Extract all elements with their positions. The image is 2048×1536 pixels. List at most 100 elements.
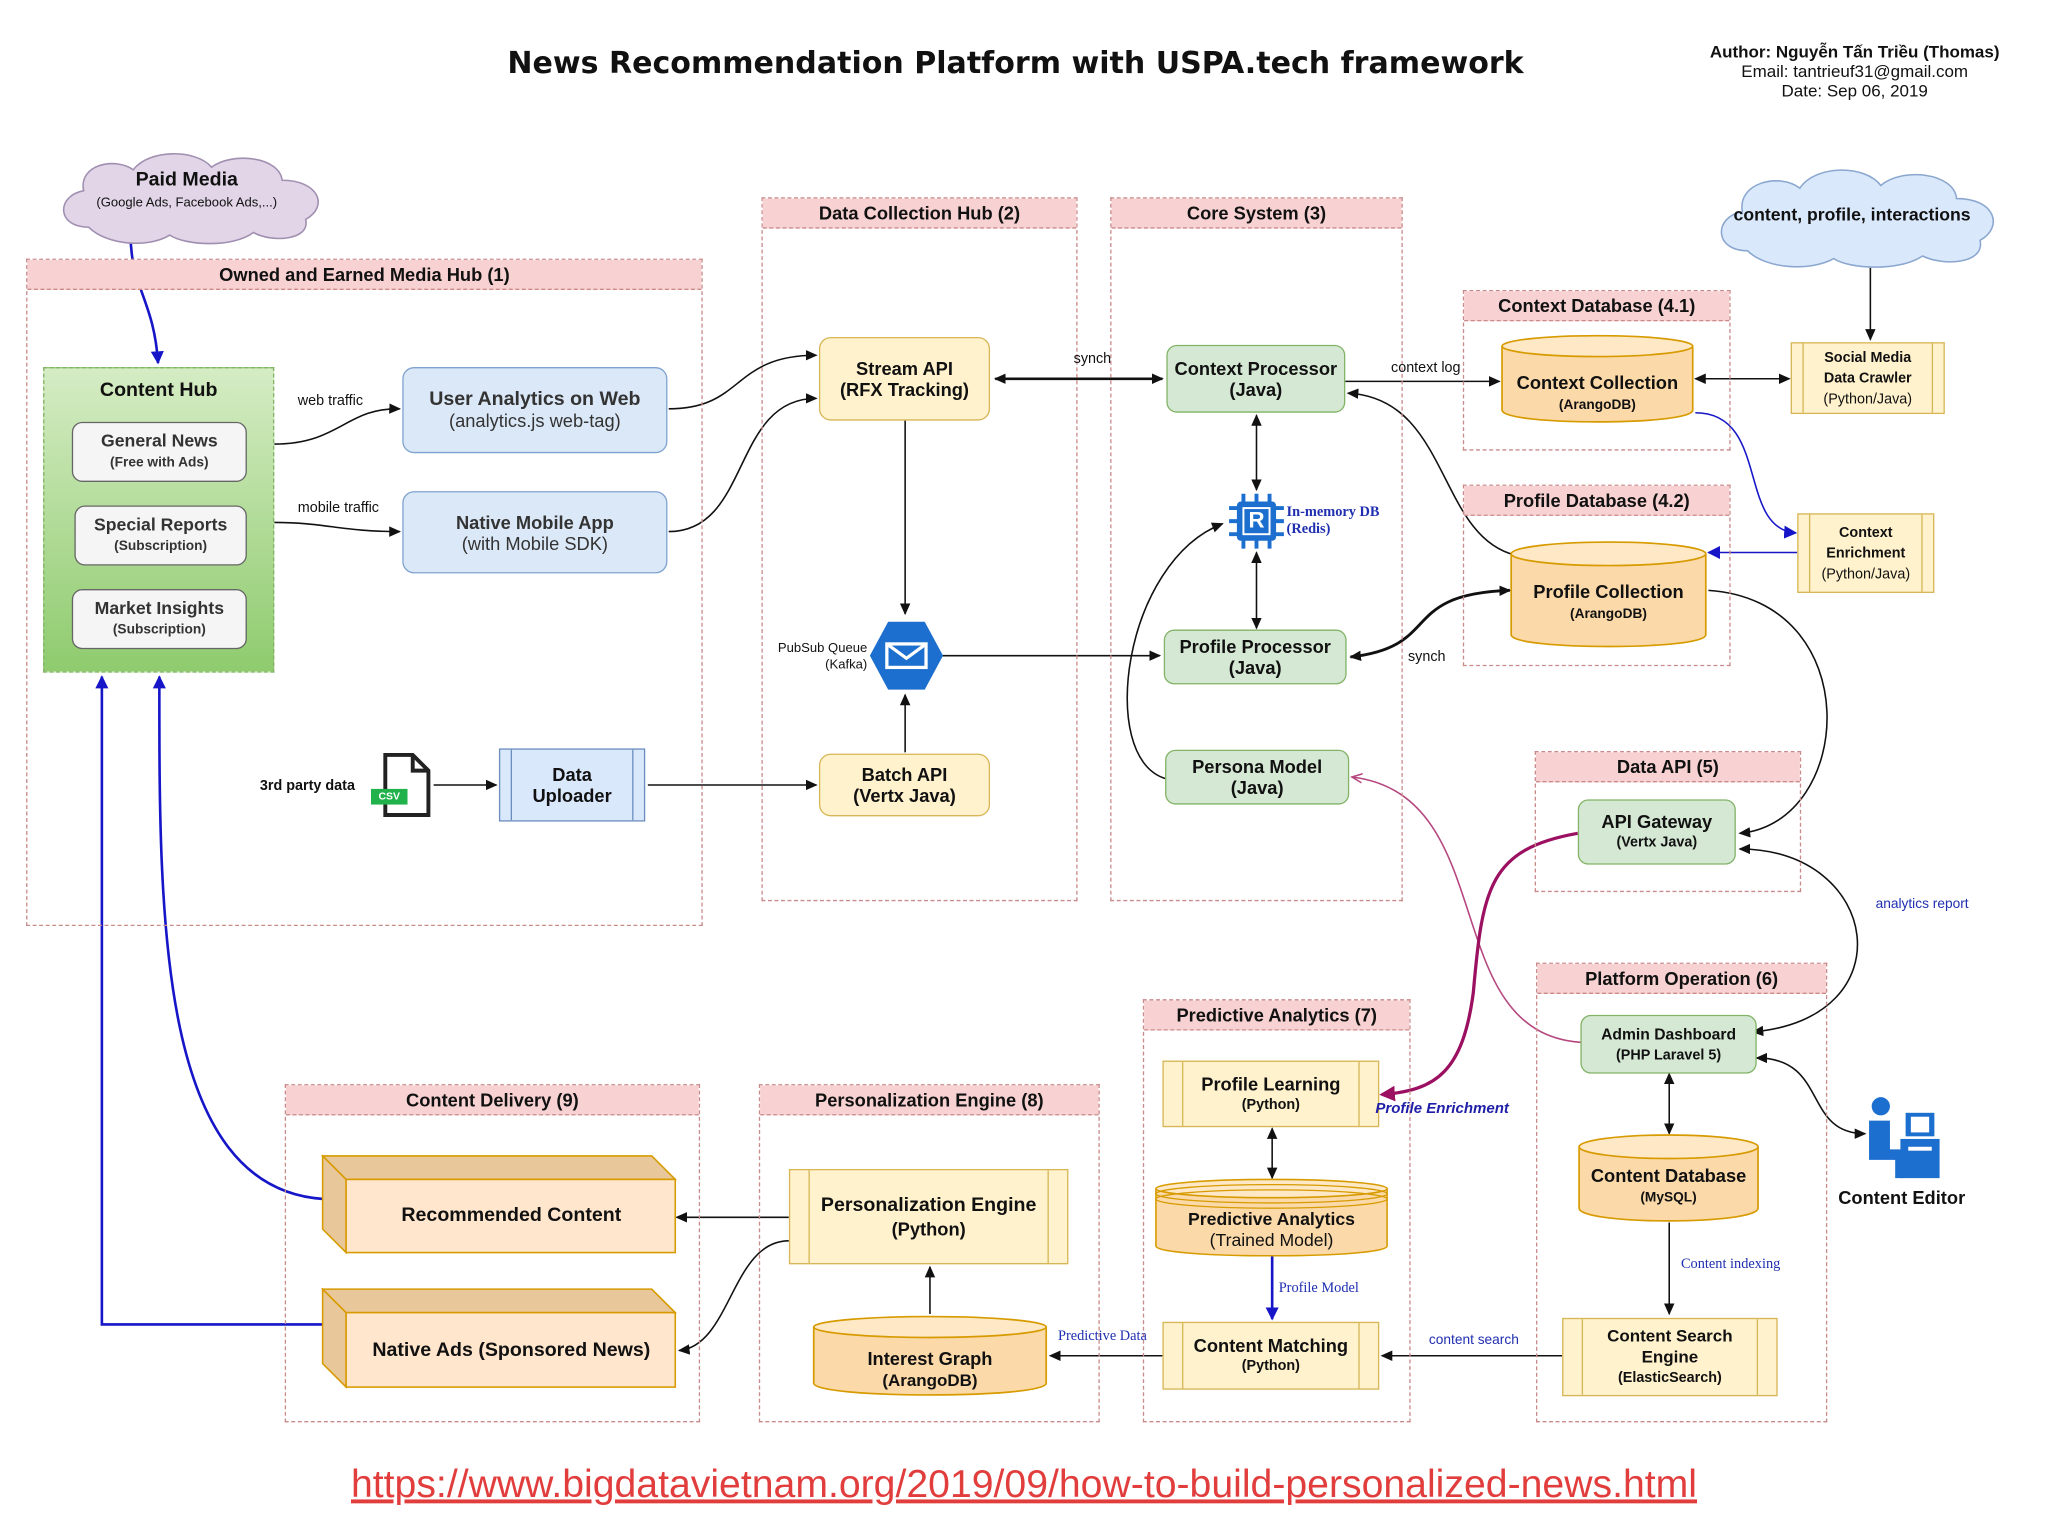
db-title: Profile Collection bbox=[1533, 581, 1684, 603]
batch-api-node[interactable]: Batch API (Vertx Java) bbox=[818, 753, 991, 817]
tape-stack-shape bbox=[1155, 1178, 1388, 1257]
special-reports-item[interactable]: Special Reports (Subscription) bbox=[74, 505, 247, 566]
csv-badge: CSV bbox=[378, 790, 400, 802]
recommended-content-node[interactable]: Recommended Content bbox=[320, 1154, 678, 1255]
group-header: Personalization Engine (8) bbox=[760, 1085, 1099, 1116]
edge-label-content-indexing: Content indexing bbox=[1680, 1256, 1781, 1273]
group-data-api: Data API (5) bbox=[1534, 751, 1802, 893]
redis-sub: (Redis) bbox=[1286, 521, 1331, 537]
model-title: Predictive Analytics bbox=[1188, 1209, 1355, 1230]
edge-label-web-traffic: web traffic bbox=[297, 393, 364, 409]
user-analytics-web-node[interactable]: User Analytics on Web (analytics.js web-… bbox=[402, 367, 668, 454]
node-title: Admin Dashboard bbox=[1601, 1024, 1737, 1043]
group-core-system: Core System (3) bbox=[1110, 197, 1403, 902]
node-line-2: Engine bbox=[1641, 1346, 1699, 1367]
process-bar bbox=[1756, 1319, 1759, 1395]
profile-collection-db[interactable]: Profile Collection (ArangoDB) bbox=[1510, 541, 1707, 648]
process-bar bbox=[1182, 1061, 1184, 1126]
node-title: Content Matching bbox=[1193, 1334, 1349, 1356]
api-gateway-node[interactable]: API Gateway (Vertx Java) bbox=[1577, 799, 1736, 865]
content-matching-node[interactable]: Content Matching (Python) bbox=[1162, 1321, 1380, 1390]
node-title: Batch API bbox=[861, 764, 948, 785]
db-sub: (ArangoDB) bbox=[882, 1370, 978, 1390]
source-url-link[interactable]: https://www.bigdatavietnam.org/2019/09/h… bbox=[350, 1462, 1697, 1506]
kafka-queue-shape bbox=[869, 621, 944, 690]
group-header: Content Delivery (9) bbox=[286, 1085, 699, 1116]
redis-label: In-memory DB (Redis) bbox=[1287, 504, 1380, 538]
native-ads-node[interactable]: Native Ads (Sponsored News) bbox=[320, 1287, 678, 1389]
predictive-model-node[interactable]: Predictive Analytics (Trained Model) bbox=[1155, 1178, 1389, 1257]
group-header: Data Collection Hub (2) bbox=[762, 198, 1077, 229]
group-header: Core System (3) bbox=[1111, 198, 1402, 229]
csv-file-icon: CSV bbox=[370, 752, 434, 817]
process-bar bbox=[1047, 1170, 1049, 1264]
node-line-1: Context bbox=[1839, 524, 1893, 541]
cube-shape bbox=[320, 1287, 678, 1389]
edge-label-profile-model: Profile Model bbox=[1278, 1279, 1359, 1296]
group-data-collection-hub: Data Collection Hub (2) bbox=[761, 197, 1078, 902]
kafka-sub: (Kafka) bbox=[825, 658, 868, 673]
process-bar bbox=[1358, 1061, 1360, 1126]
process-bar bbox=[1931, 343, 1934, 413]
group-profile-database: Profile Database (4.2) bbox=[1462, 484, 1731, 667]
paid-media-subtitle: (Google Ads, Facebook Ads,...) bbox=[96, 195, 278, 211]
general-news-item[interactable]: General News (Free with Ads) bbox=[71, 421, 247, 482]
content-search-engine-node[interactable]: Content Search Engine (ElasticSearch) bbox=[1562, 1317, 1778, 1397]
group-platform-operation: Platform Operation (6) bbox=[1535, 962, 1828, 1423]
page-title: News Recommendation Platform with USPA.t… bbox=[507, 47, 1524, 81]
content-hub[interactable]: Content Hub General News (Free with Ads)… bbox=[43, 367, 275, 673]
context-collection-db[interactable]: Context Collection (ArangoDB) bbox=[1501, 334, 1694, 423]
process-bar bbox=[1802, 343, 1804, 413]
stream-api-node[interactable]: Stream API (RFX Tracking) bbox=[818, 336, 991, 421]
data-uploader-node[interactable]: Data Uploader bbox=[498, 748, 646, 822]
node-title: Profile Learning bbox=[1201, 1072, 1341, 1094]
node-line-3: (Python/Java) bbox=[1821, 566, 1911, 582]
db-title: Context Collection bbox=[1516, 372, 1679, 394]
item-sub: (Subscription) bbox=[112, 621, 206, 638]
edge-label-profile-enrichment: Profile Enrichment bbox=[1375, 1101, 1509, 1117]
cloud-shape bbox=[62, 153, 319, 245]
native-mobile-app-node[interactable]: Native Mobile App (with Mobile SDK) bbox=[402, 491, 668, 574]
context-processor-node[interactable]: Context Processor (Java) bbox=[1166, 344, 1346, 413]
market-insights-item[interactable]: Market Insights (Subscription) bbox=[71, 589, 247, 650]
profile-learning-node[interactable]: Profile Learning (Python) bbox=[1162, 1060, 1380, 1128]
node-sub: (RFX Tracking) bbox=[839, 378, 969, 400]
node-line-1: Content Search bbox=[1607, 1325, 1733, 1346]
cylinder-shape bbox=[1578, 1134, 1759, 1222]
model-sub: (Trained Model) bbox=[1209, 1230, 1334, 1250]
item-sub: (Subscription) bbox=[114, 538, 208, 554]
persona-model-node[interactable]: Persona Model (Java) bbox=[1165, 749, 1350, 805]
node-line-3: (ElasticSearch) bbox=[1617, 1370, 1722, 1386]
db-title: Interest Graph bbox=[867, 1347, 993, 1369]
group-predictive-analytics: Predictive Analytics (7) bbox=[1142, 999, 1411, 1423]
content-database-db[interactable]: Content Database (MySQL) bbox=[1578, 1134, 1760, 1223]
edge-label-predictive-data: Predictive Data bbox=[1057, 1328, 1147, 1344]
context-enrichment-node[interactable]: Context Enrichment (Python/Java) bbox=[1797, 513, 1935, 593]
admin-dashboard-node[interactable]: Admin Dashboard (PHP Laravel 5) bbox=[1580, 1014, 1757, 1074]
group-header: Platform Operation (6) bbox=[1537, 963, 1826, 994]
process-bar bbox=[1808, 514, 1811, 592]
node-title: Native Mobile App bbox=[455, 511, 614, 533]
profile-processor-node[interactable]: Profile Processor (Java) bbox=[1163, 629, 1347, 685]
cylinder-shape bbox=[812, 1315, 1048, 1396]
sources-cloud-label: content, profile, interactions bbox=[1733, 205, 1971, 225]
interest-graph-db[interactable]: Interest Graph (ArangoDB) bbox=[812, 1315, 1048, 1396]
personalization-engine-node[interactable]: Personalization Engine (Python) bbox=[788, 1168, 1069, 1265]
redis-chip-shape bbox=[1229, 493, 1284, 549]
social-media-crawler-node[interactable]: Social Media Data Crawler (Python/Java) bbox=[1790, 342, 1945, 415]
content-hub-title: Content Hub bbox=[99, 378, 218, 401]
paid-media-cloud: Paid Media (Google Ads, Facebook Ads,...… bbox=[50, 146, 335, 245]
redis-chip-icon: R bbox=[1228, 492, 1285, 549]
db-sub: (MySQL) bbox=[1640, 1189, 1697, 1206]
node-sub: (Python) bbox=[1241, 1358, 1300, 1375]
author-date: Date: Sep 06, 2019 bbox=[1781, 80, 1928, 101]
item-label: Special Reports bbox=[93, 514, 228, 535]
group-header: Data API (5) bbox=[1535, 752, 1800, 783]
cylinder-shape bbox=[1510, 541, 1707, 648]
author-name: Author: Nguyễn Tấn Triều (Thomas) bbox=[1709, 41, 2000, 62]
group-header: Predictive Analytics (7) bbox=[1144, 1000, 1410, 1031]
content-editor-shape bbox=[1869, 1097, 1940, 1179]
kafka-label: PubSub Queue (Kafka) bbox=[768, 640, 867, 674]
content-editor-icon bbox=[1861, 1095, 1942, 1181]
node-sub: (Java) bbox=[1229, 378, 1283, 400]
